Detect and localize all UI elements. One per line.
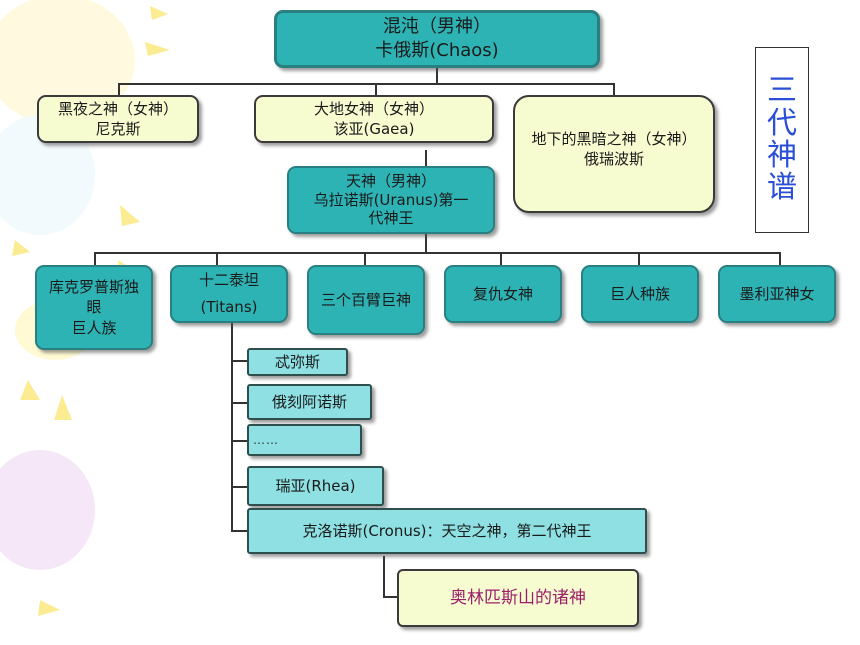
node-titans-line1: 十二泰坦 (198, 271, 259, 290)
node-uranus-line1: 天神（男神） (345, 171, 436, 190)
titan-rhea[interactable]: 瑞亚(Rhea) (247, 466, 384, 506)
titan-cronus-label: 克洛诺斯(Cronus)：天空之神，第二代神王 (302, 521, 592, 540)
connector-line (425, 150, 427, 168)
connector-line (231, 402, 247, 404)
connector-line (118, 83, 120, 97)
title-char: 三 (767, 73, 797, 109)
node-gaea[interactable]: 大地女神（女神） 该亚(Gaea) (254, 95, 494, 143)
node-uranus[interactable]: 天神（男神） 乌拉诺斯(Uranus)第一 代神王 (287, 166, 495, 234)
titan-oceanus[interactable]: 俄刻阿诺斯 (247, 384, 372, 420)
node-nyx-line2: 尼克斯 (95, 120, 141, 138)
node-titans-line2: (Titans) (200, 298, 258, 317)
connector-line (500, 252, 502, 266)
titan-cronus[interactable]: 克洛诺斯(Cronus)：天空之神，第二代神王 (247, 508, 647, 554)
node-cyclopes-line3: 巨人族 (71, 318, 117, 337)
node-gaea-line1: 大地女神（女神） (313, 99, 434, 118)
titan-themis-label: 忒弥斯 (274, 352, 320, 371)
connector-line (383, 596, 397, 598)
node-chaos-line2: 卡俄斯(Chaos) (375, 40, 499, 61)
node-cyclopes-line2: 眼 (86, 298, 102, 317)
connector-line (231, 322, 233, 532)
node-giants-label: 巨人种族 (609, 284, 670, 303)
connector-line (638, 252, 640, 266)
connector-line (613, 83, 615, 97)
title-char: 谱 (767, 170, 797, 206)
connector-line (118, 83, 614, 85)
diagram-title: 三 代 神 谱 (755, 47, 809, 233)
connector-line (231, 360, 247, 362)
titan-ellipsis[interactable]: …… (247, 424, 362, 456)
node-chaos[interactable]: 混沌（男神） 卡俄斯(Chaos) (274, 10, 600, 68)
connector-line (436, 68, 438, 84)
node-hecatoncheires-label: 三个百臂巨神 (320, 290, 411, 309)
connector-line (94, 252, 780, 254)
node-nyx-line1: 黑夜之神（女神） (57, 99, 178, 118)
node-erebus[interactable]: 地下的黑暗之神（女神） 俄瑞波斯 (513, 95, 715, 213)
connector-line (94, 252, 96, 266)
node-cyclopes[interactable]: 库克罗普斯独 眼 巨人族 (35, 265, 153, 350)
titan-ellipsis-label: …… (253, 432, 279, 447)
node-uranus-line2: 乌拉诺斯(Uranus)第一 (313, 190, 469, 209)
node-uranus-line3: 代神王 (368, 209, 414, 228)
node-erebus-line2: 俄瑞波斯 (583, 150, 644, 169)
node-erinyes-label: 复仇女神 (472, 284, 533, 303)
connector-line (231, 530, 247, 532)
node-nyx[interactable]: 黑夜之神（女神） 尼克斯 (37, 95, 199, 143)
title-char: 神 (767, 138, 797, 173)
node-gaea-line2: 该亚(Gaea) (333, 120, 415, 138)
connector-line (779, 252, 781, 266)
node-titans[interactable]: 十二泰坦 (Titans) (170, 265, 288, 323)
connector-line (364, 252, 366, 266)
node-meliae[interactable]: 墨利亚神女 (718, 265, 836, 323)
titan-rhea-label: 瑞亚(Rhea) (275, 476, 356, 495)
connector-line (383, 556, 385, 598)
node-cyclopes-line1: 库克罗普斯独 (48, 278, 139, 297)
connector-line (231, 486, 247, 488)
node-olympians[interactable]: 奥林匹斯山的诸神 (397, 569, 639, 627)
connector-line (231, 440, 247, 442)
node-olympians-label: 奥林匹斯山的诸神 (450, 587, 586, 608)
title-char: 代 (767, 105, 797, 141)
connector-line (425, 234, 427, 254)
node-erebus-line1: 地下的黑暗之神（女神） (531, 130, 697, 148)
connector-line (375, 83, 377, 97)
titan-oceanus-label: 俄刻阿诺斯 (271, 392, 347, 411)
node-meliae-label: 墨利亚神女 (739, 284, 815, 303)
node-giants[interactable]: 巨人种族 (581, 265, 699, 323)
node-chaos-line1: 混沌（男神） (383, 15, 491, 37)
titan-themis[interactable]: 忒弥斯 (247, 348, 348, 376)
node-erinyes[interactable]: 复仇女神 (444, 265, 562, 323)
node-hecatoncheires[interactable]: 三个百臂巨神 (307, 265, 425, 335)
connector-line (216, 252, 218, 266)
